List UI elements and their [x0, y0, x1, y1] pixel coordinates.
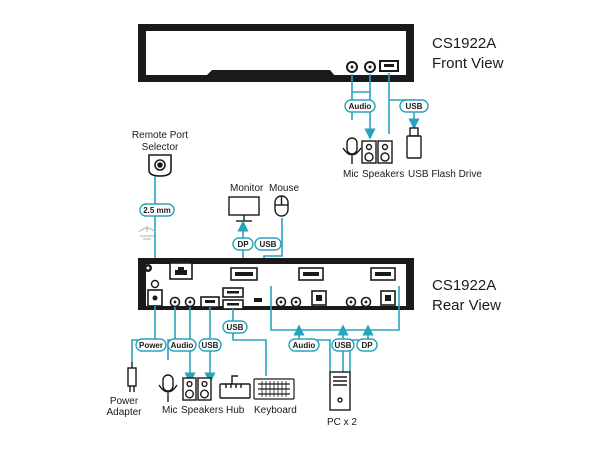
rear-speaker-jack-pin: [188, 300, 192, 304]
keyboard-label: Keyboard: [254, 405, 297, 416]
rear-audio-tag-label: Audio: [171, 341, 194, 350]
rear-model-label: CS1922A: [432, 277, 496, 294]
remote-label-line2: Selector: [142, 142, 179, 153]
rear-usb-keyboard-tag-label: USB: [227, 323, 244, 332]
rear-pc1-usb-b-contact: [316, 295, 322, 301]
pc-usb-tag: [331, 338, 355, 352]
monitor-label: Monitor: [230, 183, 264, 194]
top-usb-tag-label: USB: [260, 240, 277, 249]
remote-tag: [139, 203, 175, 217]
remote-label-line1: Remote Port: [132, 130, 188, 141]
rear-mic-line: [167, 307, 176, 360]
remote-selector-icon: [148, 154, 172, 177]
rear-ethernet-contacts: [175, 267, 187, 275]
top-dp-tag-label: DP: [237, 240, 249, 249]
pc-usb-tag-label: USB: [335, 341, 352, 350]
hub-label: Hub: [226, 405, 245, 416]
rear-mic-icon: [158, 374, 178, 402]
ground-icon: [138, 226, 156, 240]
power-adapter-icon: [127, 362, 137, 392]
usb-flash-drive-icon: [406, 127, 422, 159]
rear-pc1-audio-jack-a-pin: [279, 300, 283, 304]
rear-speakers-label: Speakers: [181, 405, 223, 416]
rear-unit: [138, 258, 414, 310]
pc-dp-tag-label: DP: [361, 341, 373, 350]
front-usb-port-tongue: [384, 64, 394, 67]
rear-usb-port-top-tongue: [227, 291, 239, 294]
pc-audio-tag: [288, 338, 320, 352]
front-speaker-jack-pin: [368, 65, 372, 69]
rear-power-jack-pin: [152, 295, 158, 301]
rear-power-switch: [150, 279, 160, 289]
front-speakers-label: Speakers: [362, 169, 404, 180]
pc-bracket-line: [270, 286, 400, 331]
rear-usb-hub-port-tongue: [205, 300, 215, 303]
rear-usb-tag-label: USB: [202, 341, 219, 350]
rear-usb-keyboard-tag: [222, 320, 248, 334]
pc-tower-icon: [329, 371, 351, 411]
pc-label: PC x 2: [327, 417, 357, 428]
rear-speakers-icon: [182, 377, 212, 401]
rear-pc2-usb-b-contact: [385, 295, 391, 301]
top-dp-tag: [232, 237, 254, 251]
power-adapter-label-line2: Adapter: [106, 407, 142, 418]
front-mic-icon: [342, 137, 362, 164]
usb-hub-icon: [219, 375, 251, 399]
pc-audio-tag-label: Audio: [293, 341, 316, 350]
pc-dp-tag: [356, 338, 378, 352]
front-mic-jack-pin: [350, 65, 354, 69]
rear-power-tag: [135, 338, 167, 352]
front-view-label: Front View: [432, 55, 504, 72]
rear-pc2-audio-jack-b-pin: [364, 300, 368, 304]
front-usb-tag-label: USB: [406, 102, 423, 111]
rear-pc1-dp-contacts: [303, 272, 319, 276]
rear-mic-label: Mic: [162, 405, 178, 416]
power-line: [131, 306, 156, 362]
front-foot: [200, 70, 340, 82]
front-model-label: CS1922A: [432, 35, 496, 52]
rear-view-label: Rear View: [432, 297, 501, 314]
top-usb-tag: [254, 237, 282, 251]
rear-usb-tag: [198, 338, 222, 352]
front-usb-tag: [399, 99, 429, 113]
mouse-icon: [274, 195, 289, 217]
keyboard-icon: [253, 378, 295, 400]
front-audio-line: [351, 74, 371, 93]
rear-power-tag-label: Power: [139, 341, 163, 350]
remote-tag-label: 2.5 mm: [143, 206, 171, 215]
front-panel: [146, 31, 406, 75]
rear-pc2-audio-jack-a-pin: [349, 300, 353, 304]
rear-pc2-dp-contacts: [375, 272, 391, 276]
mouse-label: Mouse: [269, 183, 299, 194]
front-flash-label: USB Flash Drive: [408, 169, 482, 180]
power-adapter-label-line1: Power: [110, 396, 139, 407]
monitor-icon: [228, 196, 260, 222]
rear-console-dp-contacts: [235, 272, 253, 276]
front-unit: [138, 24, 414, 82]
rear-remote-jack-pin: [146, 266, 150, 270]
rear-audio-tag: [167, 338, 197, 352]
rear-usb-port-bottom-tongue: [227, 303, 239, 306]
rear-mic-jack-pin: [173, 300, 177, 304]
front-mic-label: Mic: [343, 169, 359, 180]
front-audio-tag-label: Audio: [349, 102, 372, 111]
keyboard-line: [232, 309, 267, 376]
rear-pc1-audio-jack-b-pin: [294, 300, 298, 304]
front-audio-tag: [344, 99, 376, 113]
rear-dip-switch: [254, 298, 262, 302]
front-speakers-icon: [361, 140, 393, 164]
